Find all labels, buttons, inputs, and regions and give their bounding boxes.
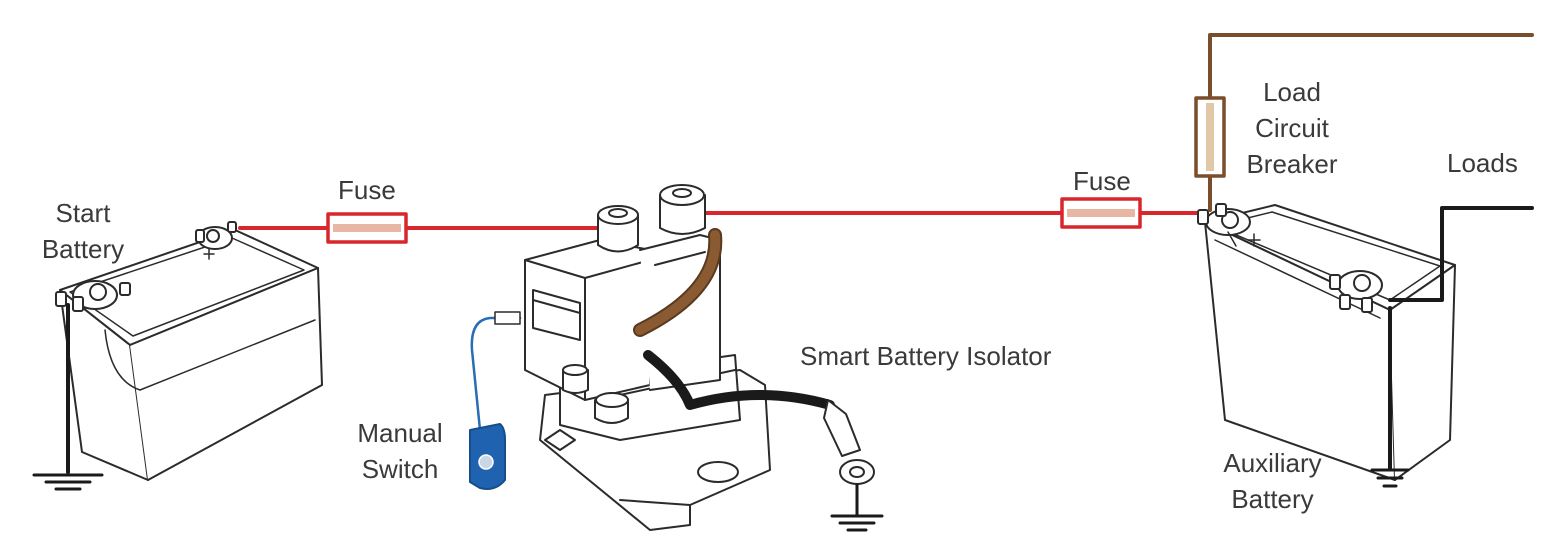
- loads-negative-wire: [1388, 206, 1534, 302]
- manual-switch-label-line2: Switch: [361, 454, 439, 484]
- battery-terminal-icon: [1197, 203, 1261, 247]
- load-circuit-breaker: [1194, 96, 1226, 178]
- fuse-right-label: Fuse: [1073, 166, 1131, 196]
- start-battery: [55, 221, 323, 481]
- battery-terminal-icon: [55, 280, 131, 312]
- aux-battery-label-line2: Battery: [1231, 484, 1314, 514]
- start-battery-label-line1: Start: [55, 198, 111, 228]
- start-battery-label: Start Battery: [28, 195, 138, 267]
- aux-battery-label-line1: Auxiliary: [1223, 448, 1322, 478]
- battery-terminal-icon: [195, 221, 237, 260]
- manual-switch-label: Manual Switch: [340, 415, 460, 487]
- manual-switch-label-line1: Manual: [357, 418, 443, 448]
- battery-terminal-icon: [1329, 270, 1383, 313]
- manual-switch-button: [469, 423, 506, 490]
- auxiliary-battery: [1197, 203, 1456, 481]
- loads-label: Loads: [1447, 148, 1518, 178]
- fuse-left: [326, 212, 408, 244]
- isolator-ground-cable: [643, 350, 835, 410]
- start-battery-label-line2: Battery: [41, 234, 125, 264]
- load-breaker-label-line3: Breaker: [1246, 149, 1338, 179]
- aux-battery-label: Auxiliary Battery: [1205, 445, 1340, 517]
- load-breaker-label-line2: Circuit: [1255, 113, 1329, 143]
- ring-terminal-icon: [823, 399, 875, 485]
- smart-battery-isolator: [524, 184, 771, 531]
- fuse-left-label: Fuse: [338, 175, 396, 205]
- load-breaker-label: Load Circuit Breaker: [1232, 74, 1352, 182]
- ground-symbol-icon: [830, 483, 884, 532]
- manual-switch-wire: [470, 316, 522, 432]
- isolator-label: Smart Battery Isolator: [800, 341, 1052, 371]
- load-breaker-label-line1: Load: [1263, 77, 1321, 107]
- ground-symbol-icon: [1370, 468, 1410, 488]
- fuse-right: [1060, 197, 1142, 229]
- ground-symbol-icon: [32, 473, 104, 491]
